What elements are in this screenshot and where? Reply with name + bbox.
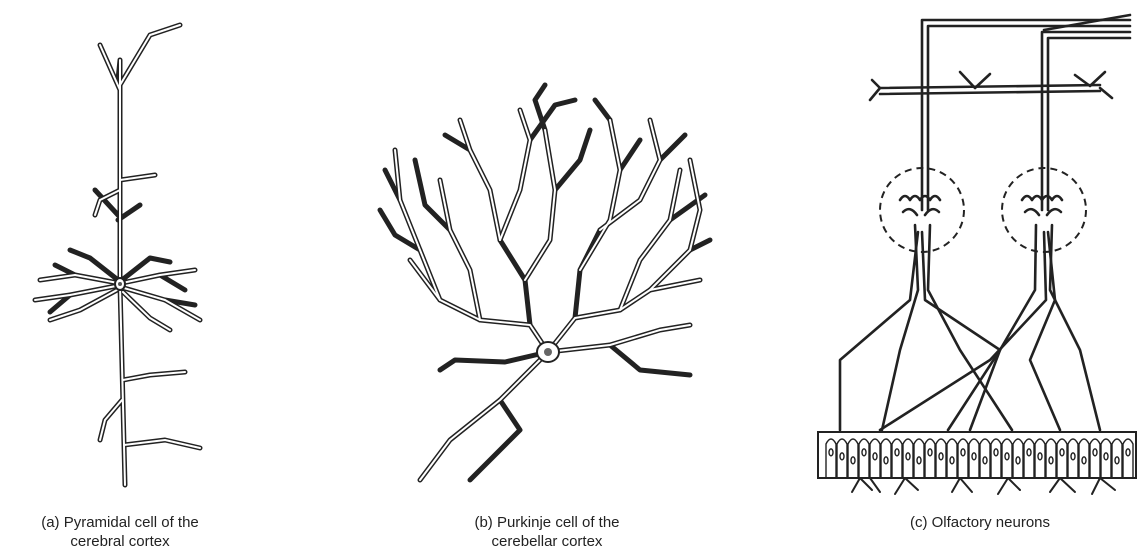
purkinje-cell-drawing xyxy=(380,85,710,480)
caption-a: (a) Pyramidal cell of the cerebral corte… xyxy=(5,513,235,551)
caption-c-line1: (c) Olfactory neurons xyxy=(880,513,1080,532)
caption-c: (c) Olfactory neurons xyxy=(880,513,1080,532)
caption-b: (b) Purkinje cell of the cerebellar cort… xyxy=(427,513,667,551)
caption-b-line2: cerebellar cortex xyxy=(427,532,667,551)
caption-b-line1: (b) Purkinje cell of the xyxy=(427,513,667,532)
olfactory-neurons-drawing xyxy=(818,15,1136,494)
caption-a-line1: (a) Pyramidal cell of the xyxy=(5,513,235,532)
caption-a-line2: cerebral cortex xyxy=(5,532,235,551)
pyramidal-cell-drawing xyxy=(35,25,200,485)
